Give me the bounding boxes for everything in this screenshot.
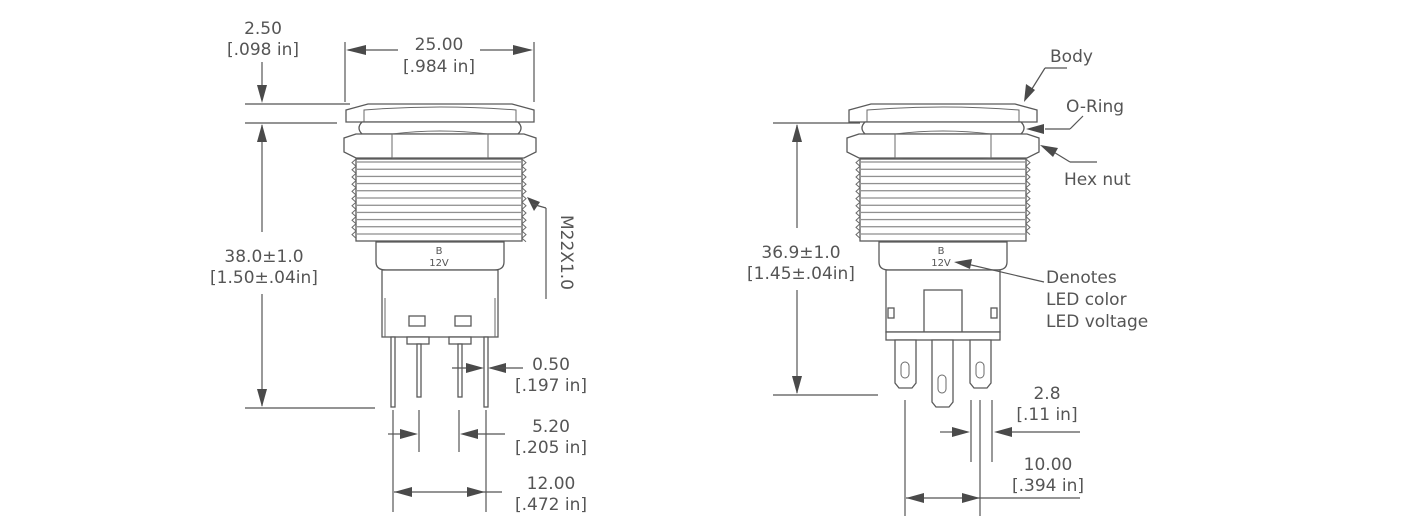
terminal-width-mm: 2.8 (1033, 384, 1060, 404)
callout-hex-nut: Hex nut (1064, 170, 1131, 190)
threaded-body (855, 158, 1031, 242)
o-ring (358, 121, 522, 135)
left-dimensions: 25.00 [.984 in] 2.50 [.098 in] 38.0±1.0 … (210, 19, 587, 515)
led-voltage-marking: 12V (429, 258, 449, 269)
terminal-span-in: [.394 in] (1012, 476, 1084, 496)
terminals (894, 339, 992, 408)
hex-nut (343, 133, 537, 159)
terminal-width-in: [.11 in] (1016, 405, 1077, 425)
flange-in: [.098 in] (227, 40, 299, 60)
flange-mm: 2.50 (244, 19, 282, 39)
callout-o-ring: O-Ring (1066, 97, 1124, 117)
width-in: [.984 in] (403, 57, 475, 77)
pin-gap-mm: 5.20 (532, 417, 570, 437)
height-in: [1.50±.04in] (210, 268, 318, 288)
led-color-marking: B (938, 246, 945, 257)
base-housing (381, 269, 499, 338)
terminal-span-mm: 10.00 (1024, 455, 1073, 475)
height-in: [1.45±.04in] (747, 264, 855, 284)
o-ring (861, 121, 1025, 135)
callout-body: Body (1050, 47, 1093, 67)
pins (390, 336, 489, 408)
callout-led-voltage: LED voltage (1046, 312, 1148, 332)
right-switch-drawing: B 12V (846, 103, 1040, 408)
right-dimensions: 36.9±1.0 [1.45±.04in] Body O-Ring Hex nu… (747, 47, 1148, 516)
threaded-body (351, 158, 527, 243)
height-mm: 38.0±1.0 (224, 247, 303, 267)
led-color-marking: B (436, 246, 443, 257)
led-voltage-marking: 12V (931, 258, 951, 269)
left-switch-drawing: B 12V (343, 103, 537, 408)
thread-spec: M22X1.0 (556, 215, 576, 290)
pin-width-mm: 0.50 (532, 355, 570, 375)
height-mm: 36.9±1.0 (761, 243, 840, 263)
width-mm: 25.00 (415, 35, 464, 55)
pin-gap-in: [.205 in] (515, 438, 587, 458)
pin-span-mm: 12.00 (527, 474, 576, 494)
pin-width-in: [.197 in] (515, 376, 587, 396)
callout-led-color: LED color (1046, 290, 1127, 310)
pin-span-in: [.472 in] (515, 495, 587, 515)
hex-nut (846, 133, 1040, 159)
callout-denotes: Denotes (1046, 268, 1117, 288)
